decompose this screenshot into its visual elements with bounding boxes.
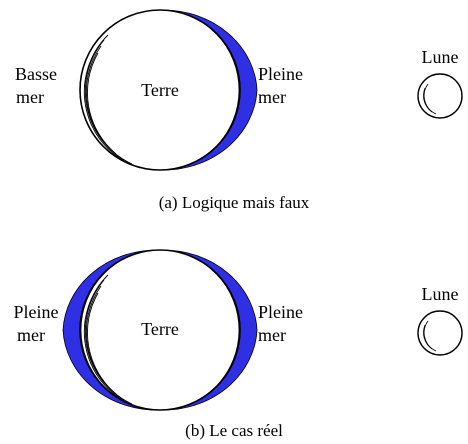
earth-shading [83,34,141,169]
moon-shading [423,83,437,115]
low-tide-label-line2: mer [16,87,44,107]
high-tide-label-line1: Pleine [258,64,303,84]
caption-b: (b) Le cas réel [185,421,283,440]
panel-b: Terre Pleine mer Pleine mer Lune (b) Le … [14,249,463,440]
moon-circle [417,73,463,119]
high-tide-right-label-line2: mer [258,325,286,345]
moon-label: Lune [422,284,459,304]
earth-label: Terre [141,319,179,339]
high-tide-right-label-line1: Pleine [258,302,303,322]
panel-a: Terre Basse mer Pleine mer Lune (a) Logi… [15,9,463,212]
moon-label: Lune [422,47,459,67]
earth-label: Terre [141,80,179,100]
earth-shading [83,274,141,409]
low-tide-label-line1: Basse [15,64,57,84]
caption-a: (a) Logique mais faux [159,193,310,212]
earth-circle [79,9,241,171]
moon-circle [417,310,463,356]
high-tide-label-line2: mer [258,87,286,107]
high-tide-left-label-line1: Pleine [14,302,59,322]
moon-shading [423,320,437,352]
high-tide-left-label-line2: mer [17,325,45,345]
earth-circle [79,249,241,411]
